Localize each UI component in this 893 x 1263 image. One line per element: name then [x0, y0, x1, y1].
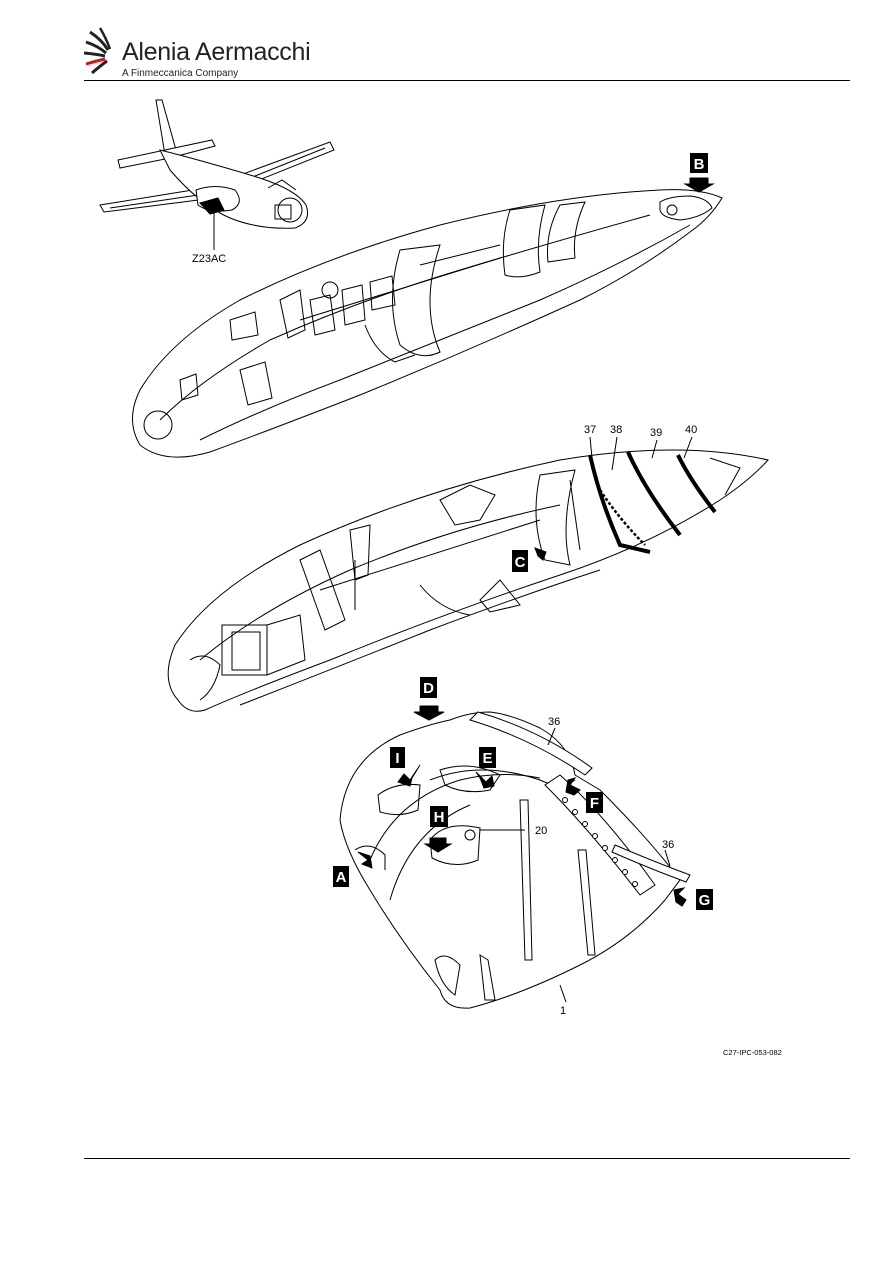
- callout-39: 39: [650, 427, 662, 439]
- view-h-badge: [430, 806, 448, 827]
- aircraft-locator: [99, 99, 335, 250]
- callout-1: 1: [560, 1005, 566, 1017]
- fuselage-section-middle: [167, 449, 769, 712]
- fuselage-section-upper: [132, 177, 723, 458]
- callout-36-lower: 36: [662, 839, 674, 851]
- view-g-label: G: [699, 892, 711, 909]
- view-i-label: I: [395, 750, 399, 767]
- callout-38: 38: [610, 424, 622, 436]
- view-d-badge: [420, 677, 437, 698]
- callout-40: 40: [685, 424, 697, 436]
- view-h-label: H: [434, 809, 445, 826]
- footer-rule: [84, 1158, 850, 1159]
- callout-36-upper: 36: [548, 716, 560, 728]
- view-i-badge: [390, 747, 405, 768]
- view-a-label: A: [336, 869, 347, 886]
- view-b-badge: [690, 153, 708, 173]
- bulkhead-detail: [339, 705, 691, 1009]
- view-a-badge: [333, 866, 349, 887]
- logo-mark-icon: [83, 27, 112, 75]
- header-rule: [84, 80, 850, 81]
- locator-label: Z23AC: [192, 253, 226, 265]
- figure-reference: C27-IPC-053-082: [723, 1048, 782, 1057]
- company-name: Alenia Aermacchi: [122, 38, 311, 66]
- company-logo: Alenia Aermacchi A Finmeccanica Company: [83, 26, 324, 86]
- company-tagline: A Finmeccanica Company: [122, 68, 239, 79]
- view-d-label: D: [423, 680, 434, 697]
- view-f-label: F: [590, 795, 599, 812]
- callout-37: 37: [584, 424, 596, 436]
- callout-20: 20: [535, 825, 547, 837]
- view-f-badge: [586, 792, 603, 813]
- view-e-badge: [479, 747, 496, 768]
- view-e-label: E: [482, 750, 492, 767]
- view-c-badge: [512, 550, 528, 572]
- view-c-label: C: [515, 554, 526, 571]
- view-g-badge: [696, 889, 713, 910]
- view-b-label: B: [694, 156, 705, 173]
